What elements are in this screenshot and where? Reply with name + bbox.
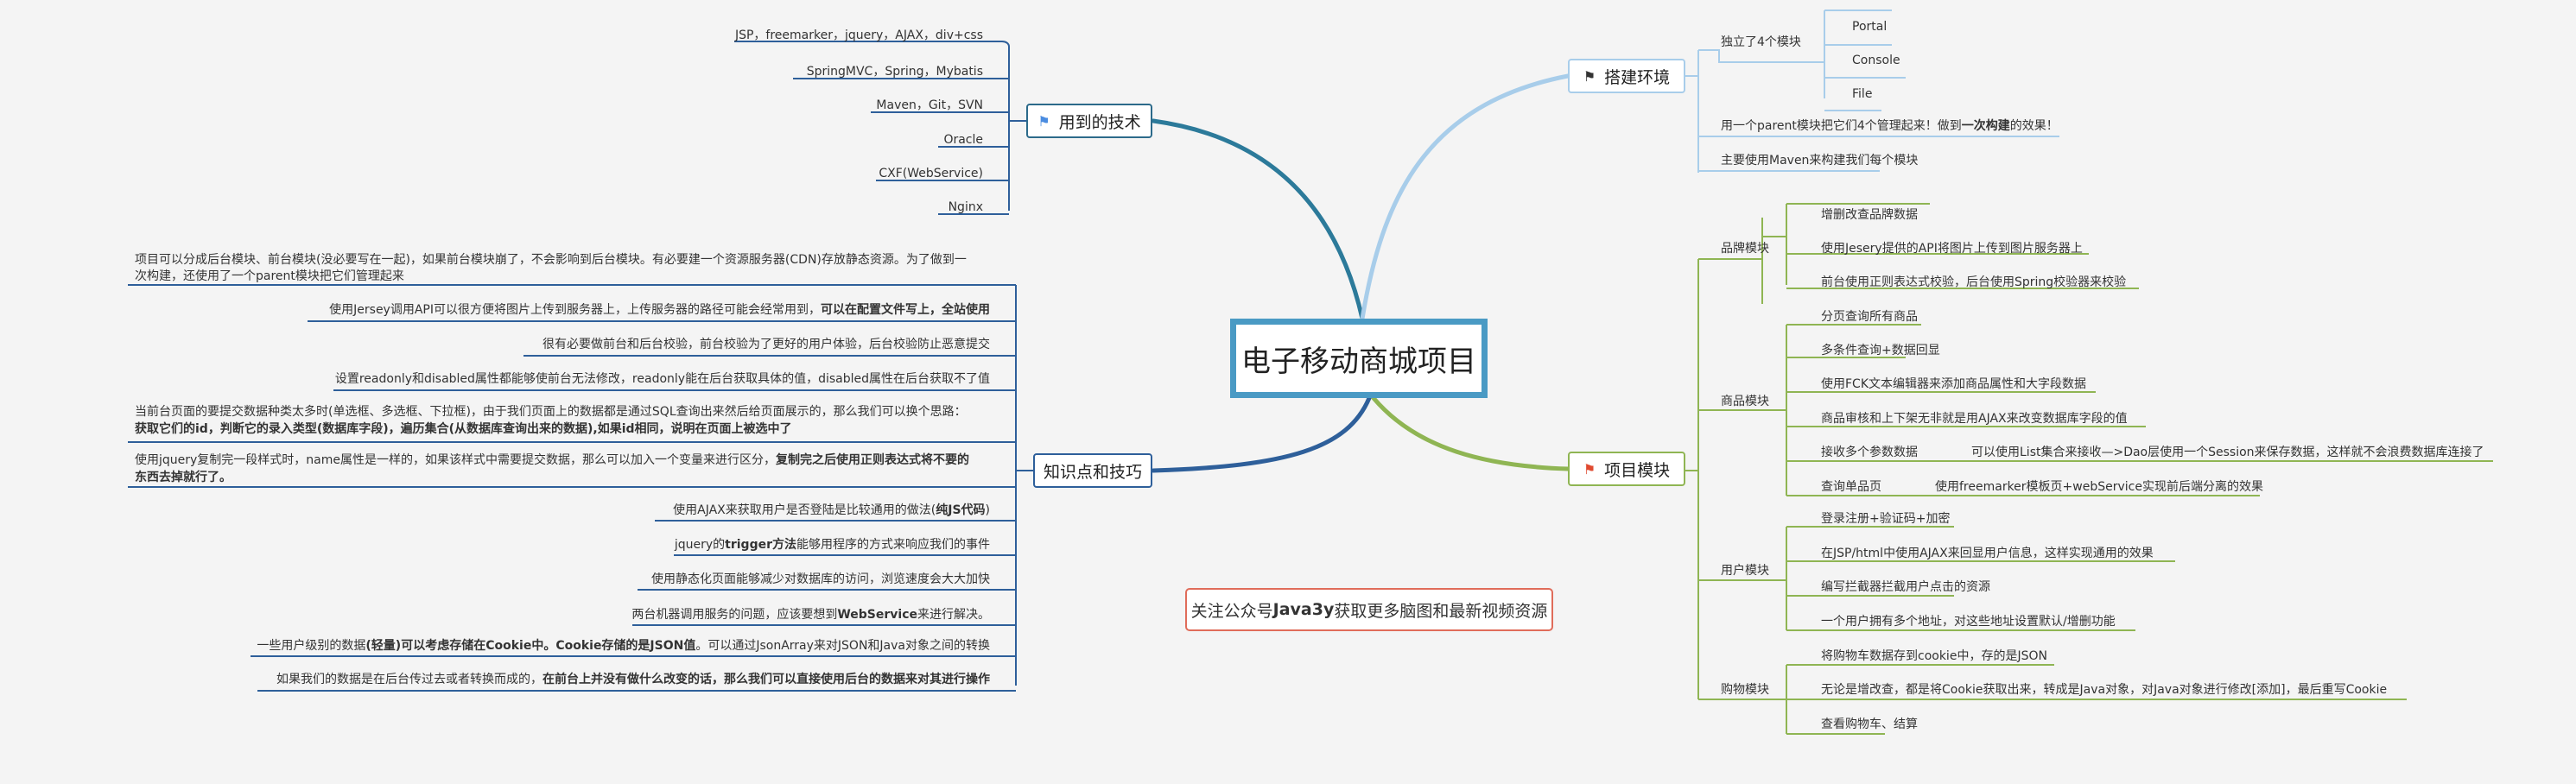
knowledge-item-11-text-end: 。可以通过JsonArray来对JSON和Java对象之间的转换: [695, 639, 990, 653]
topic-env-label: 搭建环境: [1604, 67, 1671, 87]
knowledge-item-6-text: 使用jquery复制完一段样式时，name属性是一样的，如果该样式中需要提交数据…: [135, 453, 777, 467]
blue-flag-icon: ⚑: [1037, 112, 1050, 130]
goods-item[interactable]: 接收多个参数数据: [1821, 446, 1918, 459]
user-item[interactable]: 在JSP/html中使用AJAX来回显用户信息，这样实现通用的效果: [1821, 547, 2154, 560]
promo-text-pre: 关注公众号: [1190, 601, 1273, 621]
topic-project[interactable]: ⚑ 项目模块: [1568, 452, 1685, 486]
knowledge-item-10[interactable]: 两台机器调用服务的问题，应该要想到WebService来进行解决。: [631, 607, 990, 623]
dark-flag-icon: ⚑: [1583, 67, 1596, 85]
topic-tech[interactable]: ⚑ 用到的技术: [1026, 104, 1152, 138]
goods-item[interactable]: 使用FCK文本编辑器来添加商品属性和大字段数据: [1821, 377, 2087, 391]
knowledge-item-6-line-1[interactable]: 使用jquery复制完一段样式时，name属性是一样的，如果该样式中需要提交数据…: [135, 452, 969, 468]
user-item[interactable]: 编写拦截器拦截用户点击的资源: [1821, 580, 1990, 594]
knowledge-item-1-line-1[interactable]: 项目可以分成后台模块、前台模块(没必要写在一起)，如果前台模块崩了，不会影响到后…: [135, 253, 967, 267]
knowledge-item-10-text-end: 来进行解决。: [917, 608, 990, 622]
knowledge-item-9[interactable]: 使用静态化页面能够减少对数据库的访问，浏览速度会大大加快: [651, 572, 990, 586]
knowledge-item-12[interactable]: 如果我们的数据是在后台传过去或者转换而成的，在前台上并没有做什么改变的话，那么我…: [276, 672, 990, 687]
knowledge-item-8-bold: trigger方法: [725, 538, 796, 552]
module-cart[interactable]: 购物模块: [1721, 683, 1769, 697]
goods-item[interactable]: 分页查询所有商品: [1821, 310, 1918, 324]
knowledge-item-11-text: 一些用户级别的数据: [257, 639, 366, 653]
goods-item[interactable]: 商品审核和上下架无非就是用AJAX来改变数据库字段的值: [1821, 412, 2128, 426]
goods-item[interactable]: 多条件查询+数据回显: [1821, 344, 1940, 357]
knowledge-item-8-text: jquery的: [674, 538, 726, 552]
brand-item[interactable]: 增删改查品牌数据: [1821, 208, 1918, 222]
tech-item[interactable]: CXF(WebService): [879, 167, 983, 180]
knowledge-item-8[interactable]: jquery的trigger方法能够用程序的方式来响应我们的事件: [675, 537, 990, 553]
knowledge-item-7-text: 使用AJAX来获取用户是否登陆是比较通用的做法(: [673, 503, 936, 517]
knowledge-item-7[interactable]: 使用AJAX来获取用户是否登陆是比较通用的做法(纯JS代码): [673, 503, 990, 518]
env-note-text: 用一个parent模块把它们4个管理起来！做到: [1721, 119, 1962, 133]
goods-single-page-detail[interactable]: 使用freemarker模板页+webService实现前后端分离的效果: [1935, 480, 2263, 494]
brand-item[interactable]: 使用Jesery提供的API将图片上传到图片服务器上: [1821, 242, 2083, 256]
tech-item[interactable]: SpringMVC，Spring，Mybatis: [806, 65, 983, 79]
goods-item[interactable]: 查询单品页: [1821, 480, 1881, 494]
knowledge-item-3[interactable]: 很有必要做前台和后台校验，前台校验为了更好的用户体验，后台校验防止恶意提交: [542, 338, 990, 351]
brand-item[interactable]: 前台使用正则表达式校验，后台使用Spring校验器来校验: [1821, 275, 2127, 289]
central-topic[interactable]: 电子移动商城项目: [1230, 319, 1488, 398]
cart-item[interactable]: 无论是增改查，都是将Cookie获取出来，转成是Java对象，对Java对象进行…: [1821, 683, 2388, 697]
env-note-maven[interactable]: 主要使用Maven来构建我们每个模块: [1721, 154, 1919, 168]
module-brand[interactable]: 品牌模块: [1721, 242, 1769, 256]
env-module-file[interactable]: File: [1852, 87, 1873, 101]
module-goods[interactable]: 商品模块: [1721, 395, 1769, 408]
tech-item[interactable]: JSP，freemarker，jquery，AJAX，div+css: [734, 28, 983, 42]
tech-item[interactable]: Oracle: [943, 133, 983, 147]
knowledge-item-11[interactable]: 一些用户级别的数据(轻量)可以考虑存储在Cookie中。Cookie存储的是JS…: [257, 638, 990, 654]
promo-text-bold: Java3y: [1272, 600, 1335, 619]
env-module-portal[interactable]: Portal: [1852, 20, 1888, 34]
knowledge-item-6-bold: 复制完之后使用正则表达式将不要的: [776, 453, 970, 467]
knowledge-item-5-line-2[interactable]: 获取它们的id，判断它的录入类型(数据库字段)，遍历集合(从数据库查询出来的数据…: [135, 422, 792, 436]
topic-knowledge-label: 知识点和技巧: [1043, 462, 1142, 482]
env-note-parent[interactable]: 用一个parent模块把它们4个管理起来！做到一次构建的效果！: [1721, 118, 2059, 134]
env-note-bold: 一次构建: [1961, 119, 2010, 133]
red-flag-icon: ⚑: [1583, 460, 1596, 477]
knowledge-item-2-bold: 可以在配置文件写上，全站使用: [821, 303, 990, 317]
knowledge-item-1-line-2[interactable]: 次构建，还使用了一个parent模块把它们管理起来: [135, 269, 404, 283]
module-user[interactable]: 用户模块: [1721, 564, 1769, 578]
knowledge-item-12-text: 如果我们的数据是在后台传过去或者转换而成的，: [276, 673, 542, 686]
cart-item[interactable]: 将购物车数据存到cookie中，存的是JSON: [1821, 649, 2047, 663]
topic-project-label: 项目模块: [1604, 460, 1671, 480]
knowledge-item-11-bold: (轻量)可以考虑存储在Cookie中。Cookie存储的是JSON值: [365, 639, 696, 653]
goods-multi-param-detail[interactable]: 可以使用List集合来接收—>Dao层使用一个Session来保存数据，这样就不…: [1971, 446, 2484, 459]
knowledge-item-4[interactable]: 设置readonly和disabled属性都能够使前台无法修改，readonly…: [334, 372, 990, 386]
env-module-console[interactable]: Console: [1852, 54, 1900, 67]
knowledge-item-5-line-1[interactable]: 当前台页面的要提交数据种类太多时(单选框、多选框、下拉框)，由于我们页面上的数据…: [135, 405, 967, 419]
env-note-text-end: 的效果！: [2009, 119, 2059, 133]
knowledge-item-7-bold: 纯JS代码: [936, 503, 986, 517]
knowledge-item-6-line-2[interactable]: 东西去掉就行了。: [135, 471, 232, 484]
topic-tech-label: 用到的技术: [1058, 112, 1141, 132]
topic-env[interactable]: ⚑ 搭建环境: [1568, 59, 1685, 93]
user-item[interactable]: 一个用户拥有多个地址，对这些地址设置默认/增删功能: [1821, 615, 2116, 629]
topic-knowledge[interactable]: 知识点和技巧: [1033, 453, 1152, 488]
knowledge-item-2[interactable]: 使用Jersey调用API可以很方便将图片上传到服务器上，上传服务器的路径可能会…: [329, 302, 990, 318]
promo-text-post: 获取更多脑图和最新视频资源: [1334, 601, 1548, 621]
knowledge-item-7-text-end: ): [985, 503, 990, 517]
central-title: 电子移动商城项目: [1241, 344, 1476, 379]
cart-item[interactable]: 查看购物车、结算: [1821, 718, 1918, 731]
knowledge-item-12-bold: 在前台上并没有做什么改变的话，那么我们可以直接使用后台的数据来对其进行操作: [542, 673, 990, 686]
knowledge-item-10-text: 两台机器调用服务的问题，应该要想到: [631, 608, 838, 622]
tech-item[interactable]: Nginx: [948, 200, 983, 214]
user-item[interactable]: 登录注册+验证码+加密: [1821, 512, 1951, 526]
knowledge-item-8-text-end: 能够用程序的方式来响应我们的事件: [796, 538, 990, 552]
tech-item[interactable]: Maven，Git，SVN: [876, 98, 983, 112]
env-sub-label[interactable]: 独立了4个模块: [1721, 35, 1801, 49]
knowledge-item-2-text: 使用Jersey调用API可以很方便将图片上传到服务器上，上传服务器的路径可能会…: [329, 303, 821, 317]
knowledge-item-10-bold: WebService: [837, 608, 917, 622]
